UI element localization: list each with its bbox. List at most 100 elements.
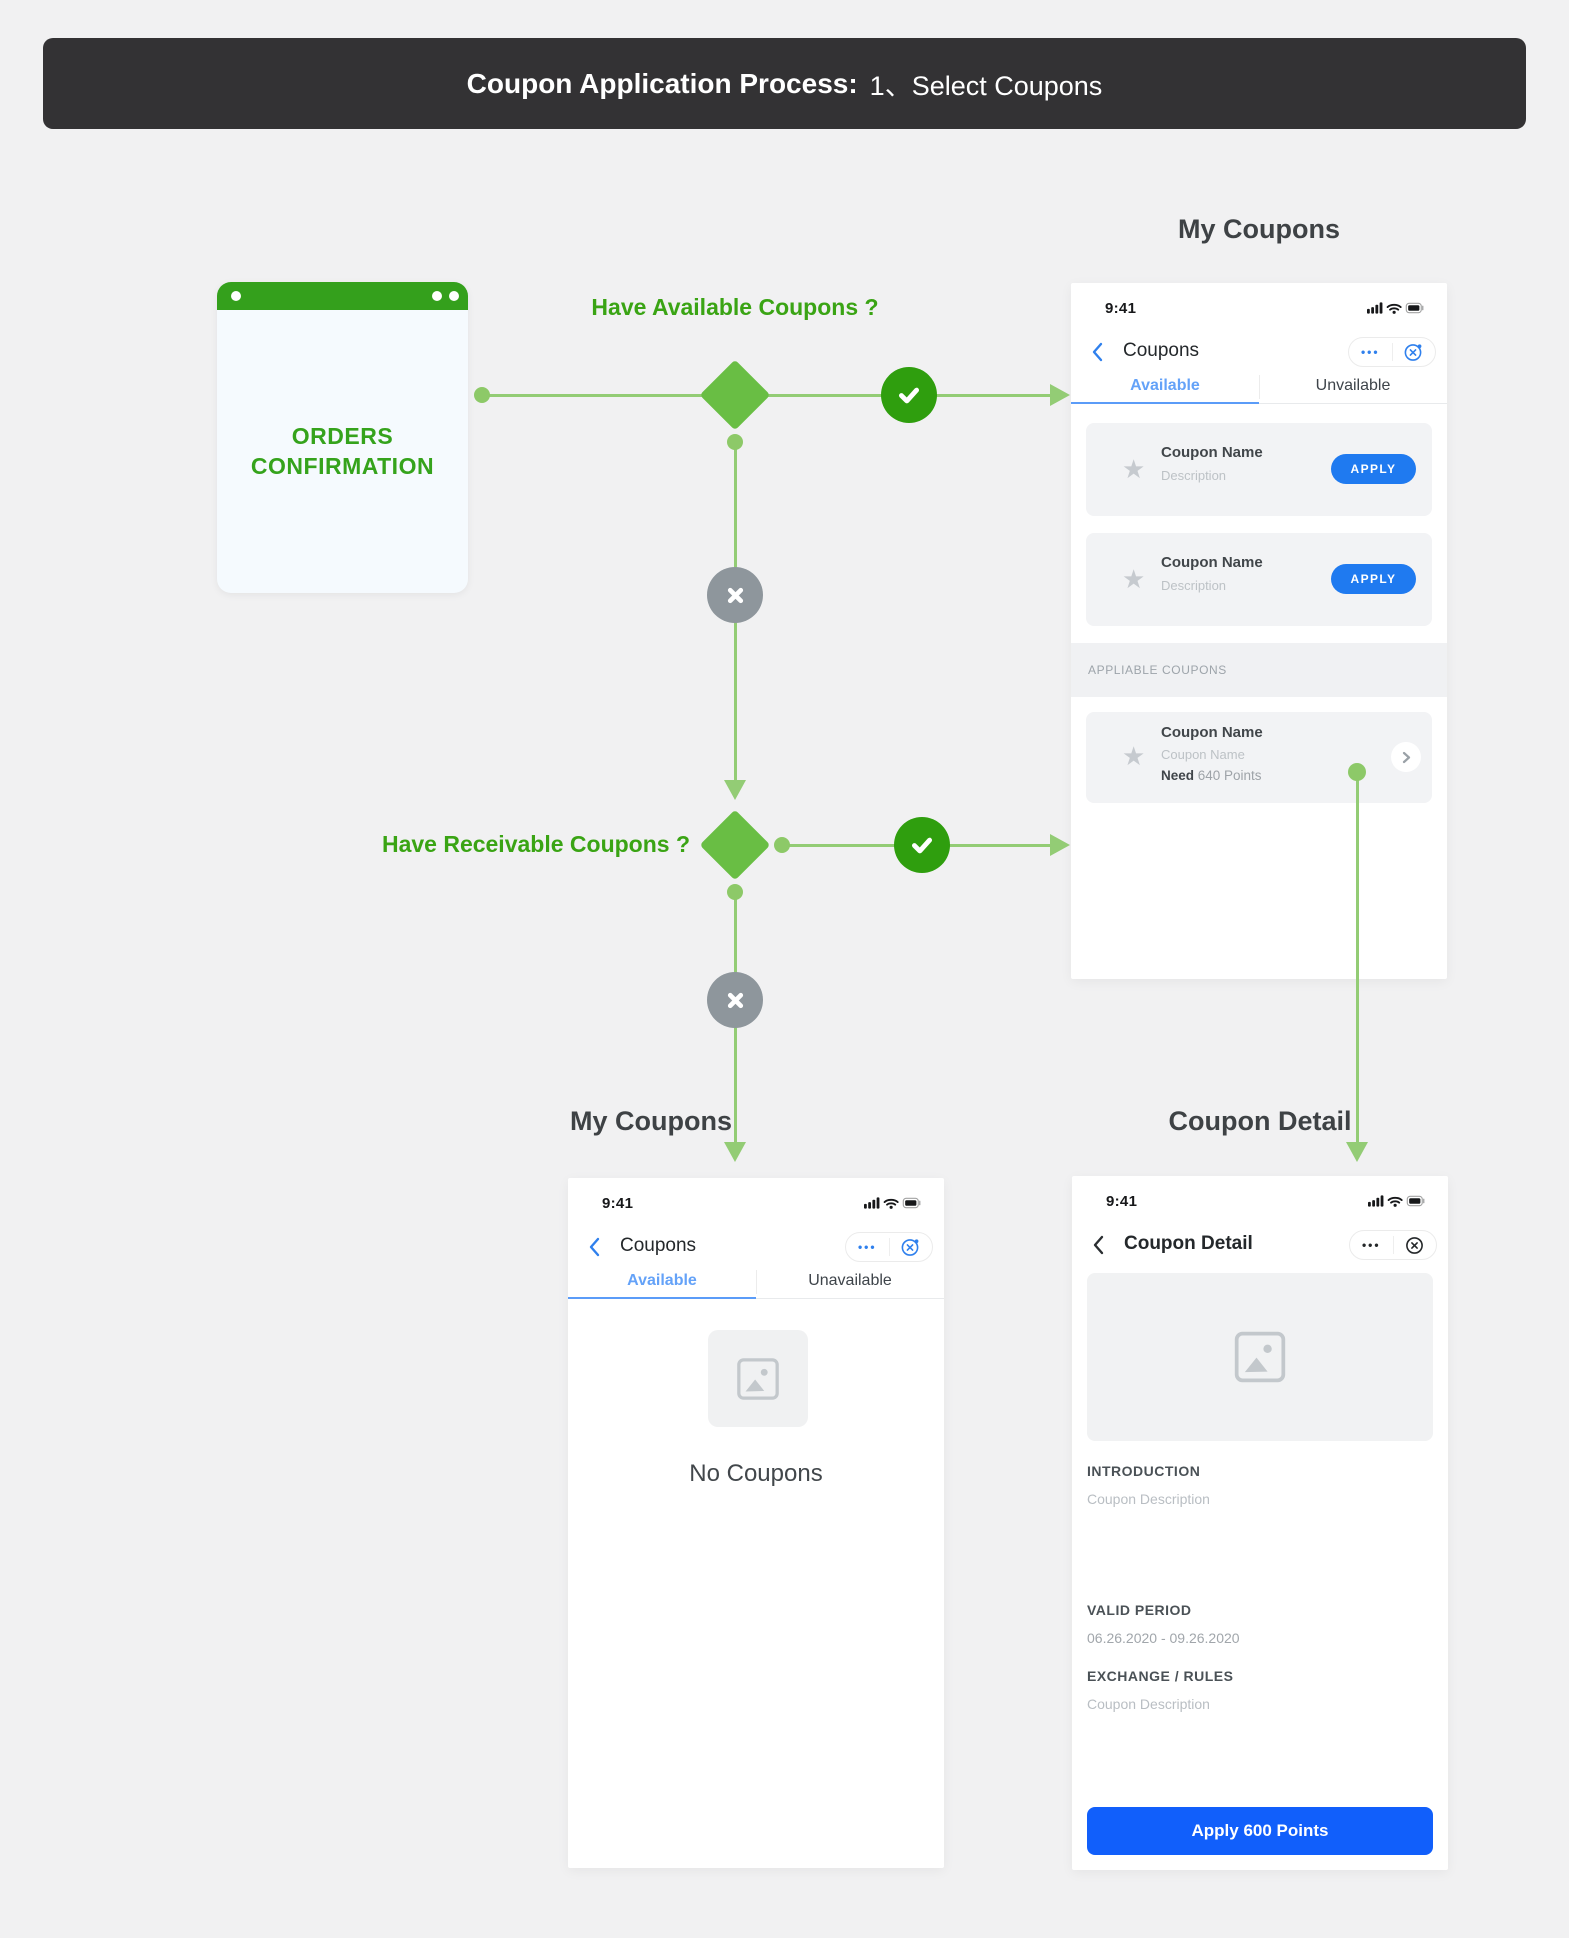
phone-my-coupons-empty: 9:41 Coupons ••• — [568, 1178, 944, 1868]
detail-chevron-button[interactable] — [1391, 742, 1421, 772]
yes-check-node — [894, 817, 950, 873]
arrow-down-icon — [724, 780, 746, 800]
no-cross-node — [707, 972, 763, 1028]
chevron-right-icon — [1402, 751, 1410, 763]
exchange-rules-label: EXCHANGE / RULES — [1087, 1668, 1234, 1684]
tab-divider — [1259, 375, 1260, 399]
process-title-bar: Coupon Application Process: 1、Select Cou… — [43, 38, 1526, 129]
orders-confirmation-window: ORDERS CONFIRMATION — [217, 282, 468, 593]
status-time: 9:41 — [1106, 1193, 1138, 1210]
no-coupons-label: No Coupons — [689, 1460, 823, 1487]
tab-divider — [756, 1270, 757, 1294]
tab-active-underline — [1071, 402, 1259, 404]
coupon-name: Coupon Name — [1161, 724, 1263, 741]
nav-bar: Coupons ••• — [1071, 335, 1447, 369]
my-coupons-heading-left: My Coupons — [570, 1106, 732, 1136]
tab-bar: Available Unvailable — [1071, 371, 1447, 404]
coupon-card[interactable]: ★ Coupon Name Description APPLY — [1086, 533, 1432, 626]
arrow-down-icon — [1346, 1142, 1368, 1162]
tab-bar: Available Unavailable — [568, 1266, 944, 1299]
wechat-capsule: ••• — [845, 1232, 933, 1262]
tab-active-underline — [568, 1297, 756, 1299]
image-icon — [737, 1357, 779, 1400]
connector-dot — [727, 884, 743, 900]
close-button[interactable] — [890, 1237, 933, 1258]
introduction-body: Coupon Description — [1087, 1491, 1210, 1507]
close-button[interactable] — [1393, 342, 1436, 363]
coupon-card[interactable]: ★ Coupon Name Description APPLY — [1086, 423, 1432, 516]
tab-unavailable[interactable]: Unvailable — [1315, 377, 1391, 394]
coupon-image-placeholder — [1087, 1273, 1433, 1441]
appliable-coupons-band: APPLIABLE COUPONS — [1071, 643, 1447, 697]
capsule-divider — [1392, 1236, 1394, 1254]
status-time: 9:41 — [1105, 300, 1137, 317]
coupon-detail-heading: Coupon Detail — [1168, 1106, 1352, 1136]
empty-image-placeholder — [708, 1330, 808, 1427]
flow-line — [1356, 772, 1359, 1144]
status-icons — [1368, 1195, 1425, 1207]
star-icon: ★ — [1122, 454, 1146, 484]
connector-dot — [774, 837, 790, 853]
cross-icon — [727, 587, 743, 603]
appliable-coupon-card[interactable]: ★ Coupon Name Coupon Name Need 640 Point… — [1086, 712, 1432, 803]
chevron-left-icon — [1092, 342, 1103, 362]
question-available-label: Have Available Coupons ? — [591, 294, 879, 320]
menu-dots-button[interactable]: ••• — [1360, 345, 1380, 359]
appliable-coupons-label: APPLIABLE COUPONS — [1088, 663, 1227, 677]
coupon-name: Coupon Name — [1161, 444, 1263, 461]
apply-button[interactable]: APPLY — [1331, 454, 1416, 484]
connector-dot — [727, 434, 743, 450]
phone-my-coupons-available: 9:41 Coupons ••• — [1071, 283, 1447, 979]
arrow-right-icon — [1050, 834, 1070, 856]
window-titlebar — [217, 282, 468, 310]
apply-button[interactable]: APPLY — [1331, 564, 1416, 594]
valid-period-value: 06.26.2020 - 09.26.2020 — [1087, 1630, 1240, 1646]
wechat-capsule: ••• — [1348, 337, 1436, 367]
status-bar: 9:41 — [602, 1194, 922, 1214]
image-icon — [1234, 1331, 1286, 1383]
arrow-down-icon — [724, 1142, 746, 1162]
tab-available[interactable]: Available — [627, 1272, 697, 1289]
status-icons — [864, 1197, 921, 1209]
capsule-divider — [1391, 343, 1393, 361]
connector-dot — [1348, 763, 1366, 781]
decision-diamond-available — [699, 359, 771, 431]
back-button[interactable] — [1092, 1235, 1104, 1260]
window-dot-icon — [449, 291, 459, 301]
window-dot-icon — [231, 291, 241, 301]
menu-dots-button[interactable]: ••• — [857, 1240, 877, 1254]
wechat-capsule: ••• — [1349, 1230, 1437, 1260]
chevron-left-icon — [589, 1237, 600, 1257]
check-icon — [911, 837, 933, 854]
back-button[interactable] — [1091, 342, 1103, 367]
tab-available[interactable]: Available — [1130, 377, 1200, 394]
need-value: 640 Points — [1194, 768, 1262, 783]
chevron-left-icon — [1093, 1235, 1104, 1255]
exchange-rules-body: Coupon Description — [1087, 1696, 1210, 1712]
back-button[interactable] — [588, 1237, 600, 1262]
valid-period-label: VALID PERIOD — [1087, 1602, 1192, 1618]
my-coupons-heading-right: My Coupons — [1178, 214, 1340, 244]
capsule-divider — [888, 1238, 890, 1256]
close-circle-icon — [901, 1238, 919, 1256]
status-time: 9:41 — [602, 1195, 634, 1212]
need-label: Need — [1161, 768, 1195, 783]
coupon-name: Coupon Name — [1161, 554, 1263, 571]
cross-icon — [727, 992, 743, 1008]
star-icon: ★ — [1122, 741, 1146, 771]
nav-title: Coupons — [1123, 340, 1200, 361]
nav-title: Coupon Detail — [1124, 1233, 1253, 1254]
connector-dot — [474, 387, 490, 403]
coupon-subtitle: Coupon Name — [1161, 747, 1245, 762]
check-icon — [898, 387, 920, 404]
menu-dots-button[interactable]: ••• — [1361, 1238, 1381, 1252]
coupon-description: Description — [1161, 468, 1227, 483]
nav-bar: Coupon Detail ••• — [1072, 1228, 1448, 1262]
close-button[interactable] — [1394, 1235, 1437, 1256]
tab-unavailable[interactable]: Unavailable — [808, 1272, 892, 1289]
apply-points-button[interactable]: Apply 600 Points — [1087, 1807, 1433, 1855]
window-dot-icon — [432, 291, 442, 301]
coupon-description: Description — [1161, 578, 1227, 593]
phone-coupon-detail: 9:41 Coupon Detail — [1072, 1176, 1448, 1870]
